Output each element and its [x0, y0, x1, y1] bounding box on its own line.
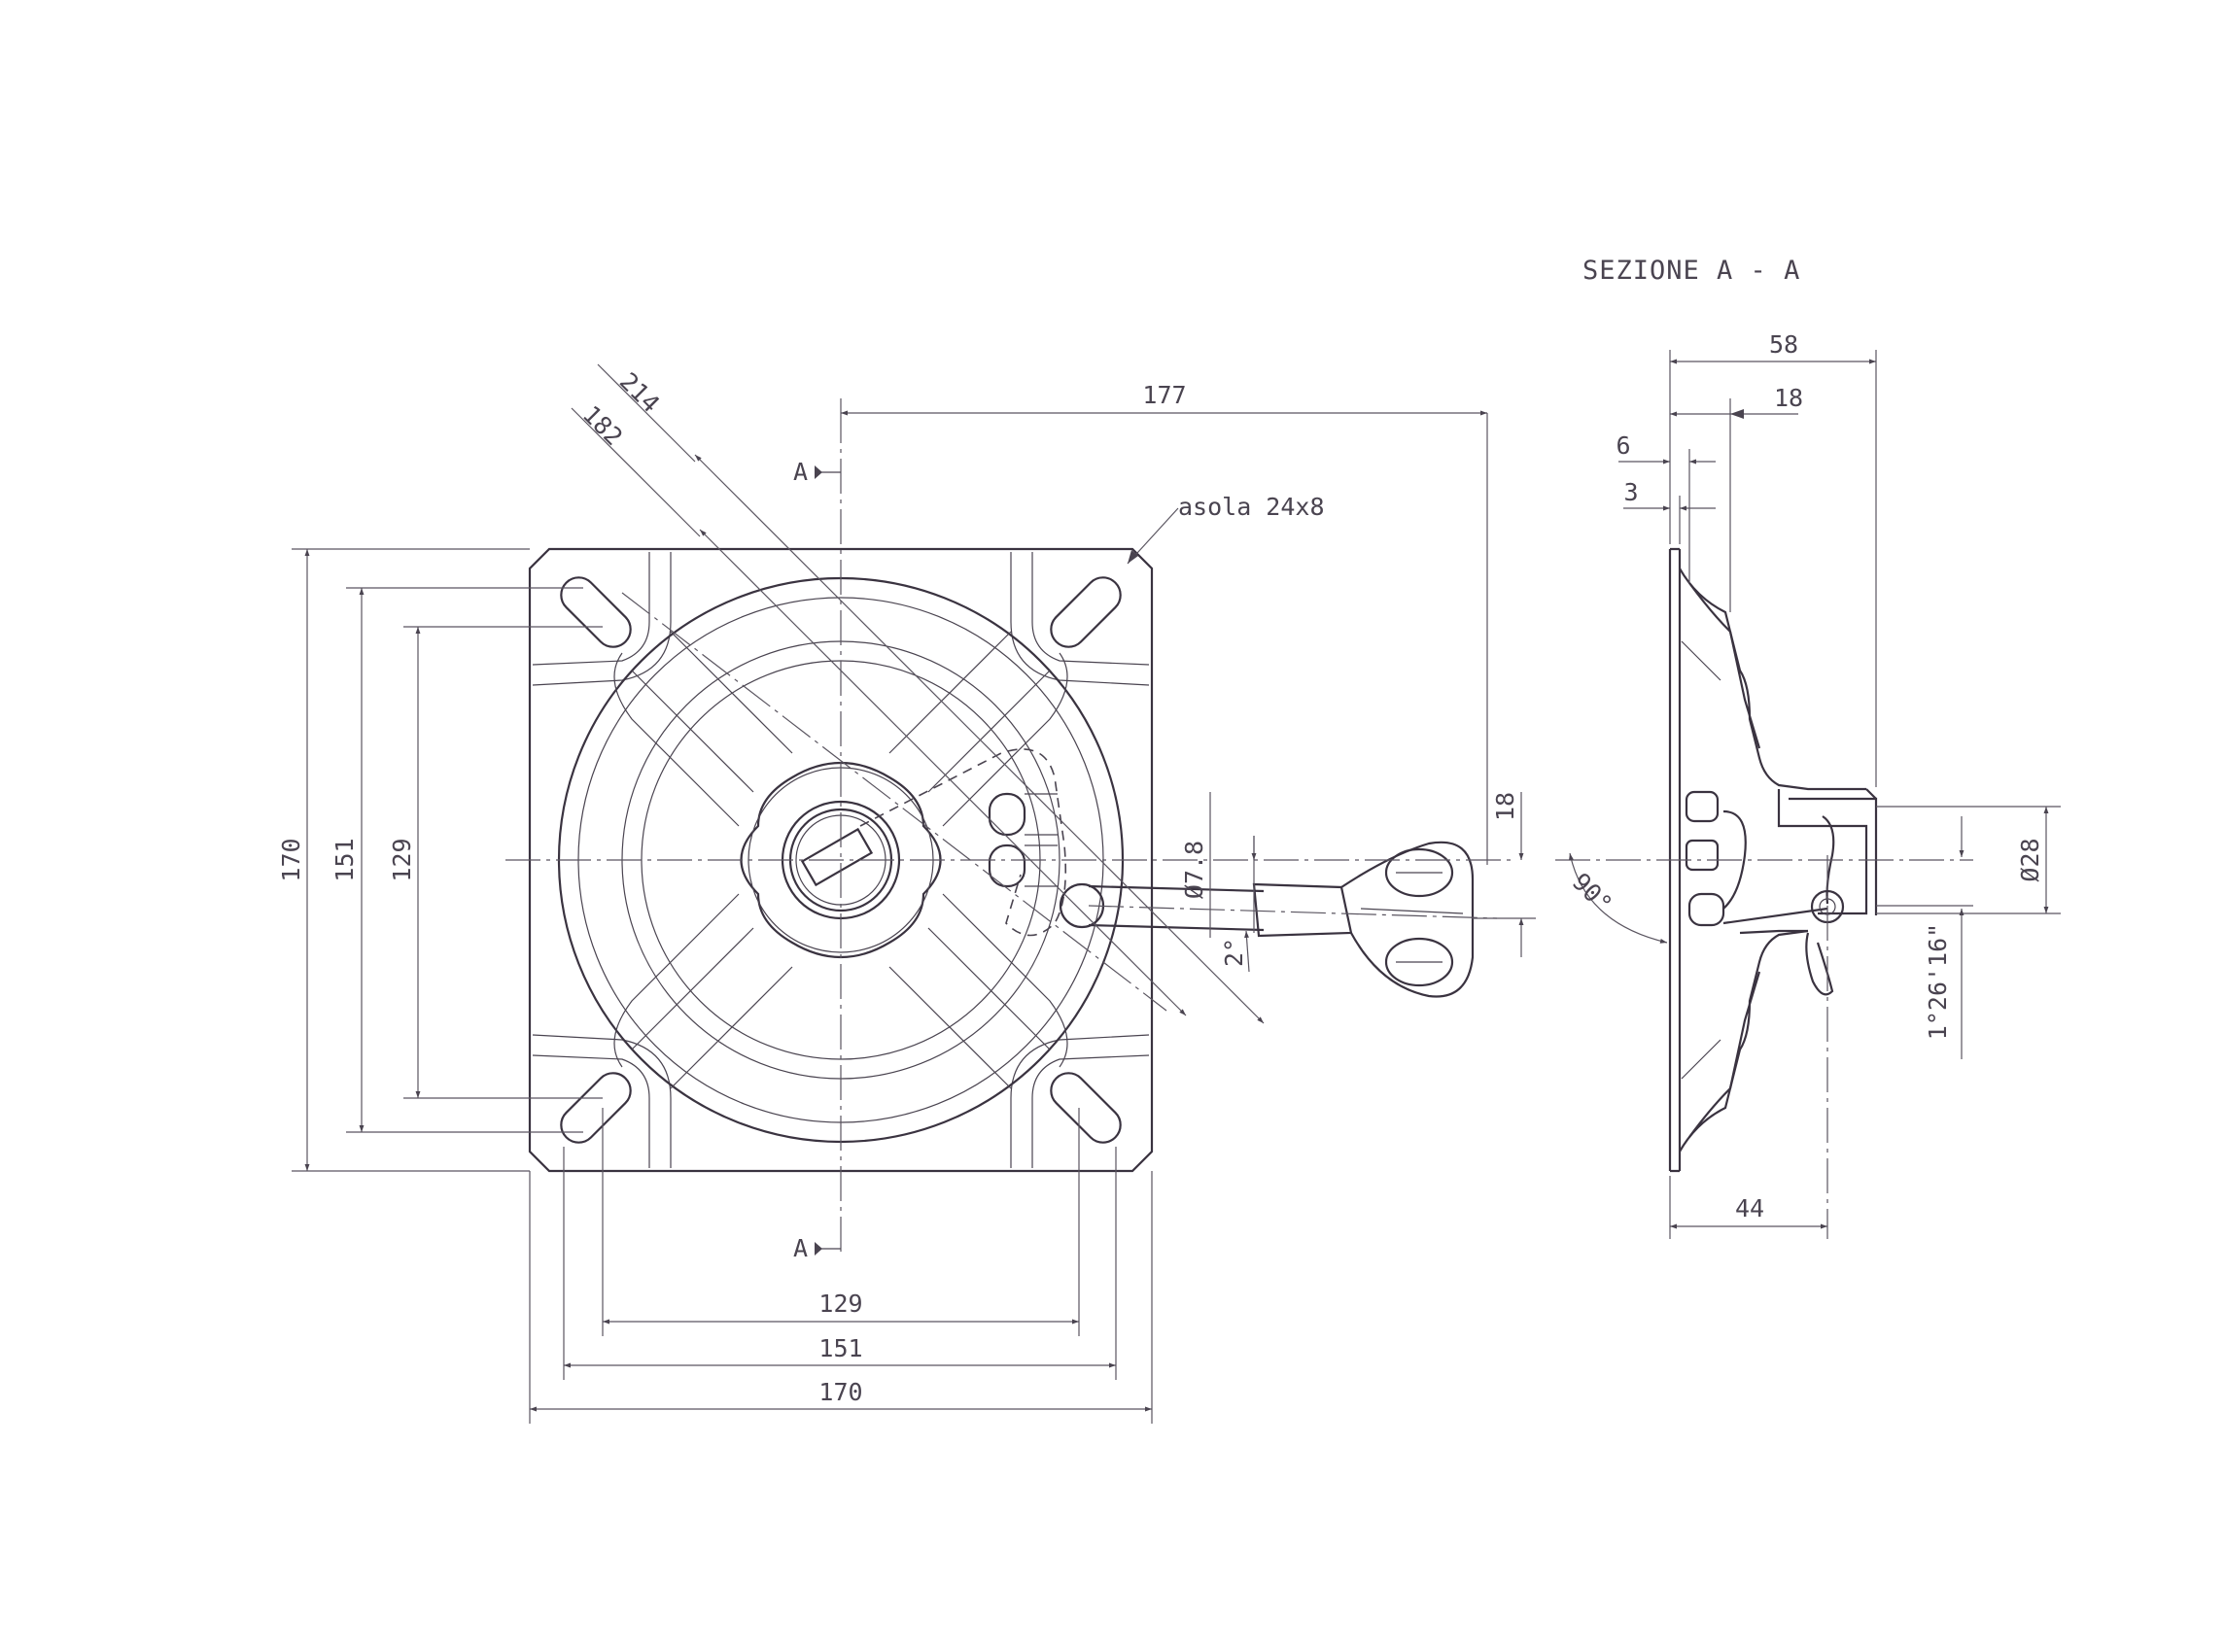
svg-text:170: 170	[277, 838, 305, 881]
svg-text:Ø28: Ø28	[2016, 838, 2044, 881]
slot-callout: asola 24x8	[1127, 493, 1325, 565]
svg-text:170: 170	[818, 1378, 862, 1406]
svg-text:177: 177	[1142, 381, 1186, 409]
dim-section-tilt: 1°26'16"	[1876, 816, 1973, 1059]
svg-text:151: 151	[330, 838, 359, 881]
corner-pocket-br	[1031, 1054, 1150, 1168]
svg-text:3: 3	[1623, 478, 1638, 506]
corner-pocket-tl	[532, 552, 650, 666]
svg-text:182: 182	[577, 400, 628, 451]
dim-height-129: 129	[388, 626, 603, 1099]
lever-hole-top	[1384, 847, 1454, 898]
corner-pocket-tr	[1031, 552, 1150, 666]
svg-text:A: A	[793, 458, 808, 486]
section-title: SEZIONE A - A	[1582, 256, 1800, 286]
dim-section-d28: Ø28	[1876, 806, 2061, 914]
svg-text:214: 214	[614, 367, 665, 418]
svg-text:2°: 2°	[1220, 938, 1248, 967]
svg-text:6: 6	[1616, 431, 1630, 460]
svg-text:90°: 90°	[1567, 868, 1617, 918]
dim-lever-angle: 2°	[1220, 836, 1257, 973]
section-marker-top: A	[793, 458, 841, 486]
dim-section-6: 6	[1616, 431, 1716, 583]
dim-section-58: 58	[1669, 330, 1877, 787]
dim-lever-offset: 18	[1473, 792, 1536, 957]
slot-tr	[1050, 576, 1122, 648]
svg-text:1°26'16": 1°26'16"	[1924, 923, 1952, 1040]
dim-width-151: 151	[563, 1147, 1117, 1380]
svg-text:58: 58	[1769, 330, 1798, 359]
hex-key-slot	[800, 827, 874, 887]
dim-lever-diameter: Ø7.8	[1180, 792, 1211, 938]
dim-section-3: 3	[1623, 478, 1716, 544]
dim-section-90: 90°	[1567, 852, 1668, 944]
dim-section-18: 18	[1670, 384, 1803, 612]
dim-width-129: 129	[602, 1108, 1080, 1336]
section-internal-parts	[1685, 790, 1828, 935]
section-marker-bottom: A	[793, 1234, 841, 1262]
dim-section-44: 44	[1669, 1176, 1827, 1239]
slot-bl	[560, 1072, 632, 1144]
section-view: SEZIONE A - A	[1555, 256, 2061, 1239]
dim-top-177: 177	[840, 381, 1488, 865]
dim-width-170: 170	[529, 1171, 1153, 1424]
svg-text:44: 44	[1735, 1194, 1764, 1222]
slot-tl	[560, 576, 632, 648]
svg-text:129: 129	[818, 1290, 862, 1318]
corner-pocket-bl	[532, 1054, 650, 1168]
dim-height-170: 170	[277, 548, 530, 1172]
release-knob	[1805, 815, 1845, 996]
plan-view: A A 170 151 129 129	[277, 363, 1536, 1424]
svg-text:asola 24x8: asola 24x8	[1178, 493, 1325, 521]
svg-text:A: A	[793, 1234, 808, 1262]
svg-text:18: 18	[1491, 792, 1519, 821]
lever-hole-bottom	[1384, 937, 1454, 987]
svg-text:151: 151	[818, 1334, 862, 1362]
dim-diag-182: 182	[571, 400, 1187, 1016]
svg-text:18: 18	[1774, 384, 1803, 412]
slot-br	[1050, 1072, 1122, 1144]
svg-text:129: 129	[388, 838, 416, 881]
svg-text:Ø7.8: Ø7.8	[1180, 841, 1208, 899]
dim-diag-214: 214	[597, 363, 1265, 1024]
dim-height-151: 151	[330, 587, 583, 1133]
